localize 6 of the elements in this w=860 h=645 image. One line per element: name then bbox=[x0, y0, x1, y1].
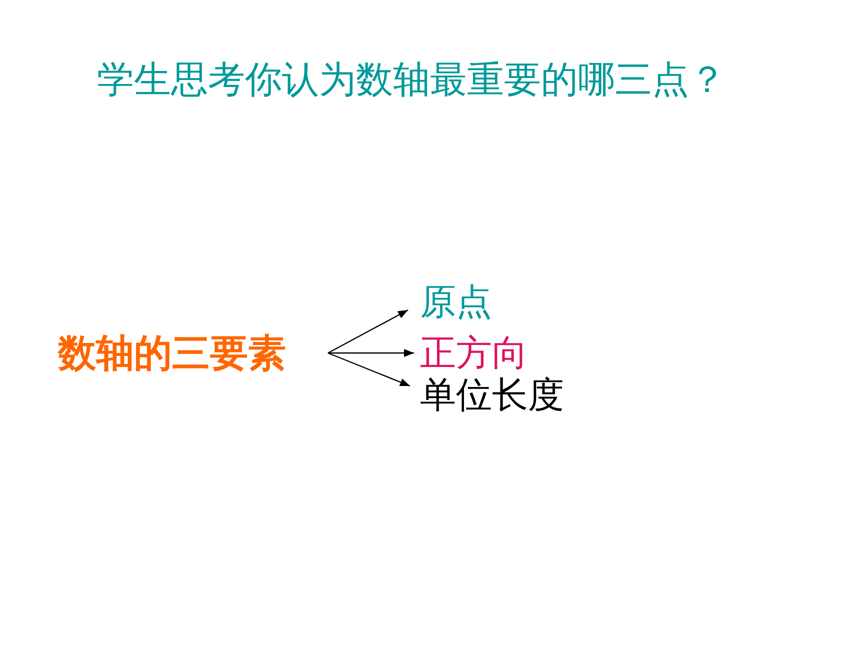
item-label: 原点 bbox=[408, 280, 518, 326]
title: 学生思考你认为数轴最重要的哪三点？ bbox=[97, 57, 726, 103]
arrow bbox=[328, 309, 408, 354]
arrow bbox=[328, 349, 414, 357]
arrow bbox=[328, 352, 410, 387]
topic-label: 数轴的三要素 bbox=[56, 328, 328, 378]
